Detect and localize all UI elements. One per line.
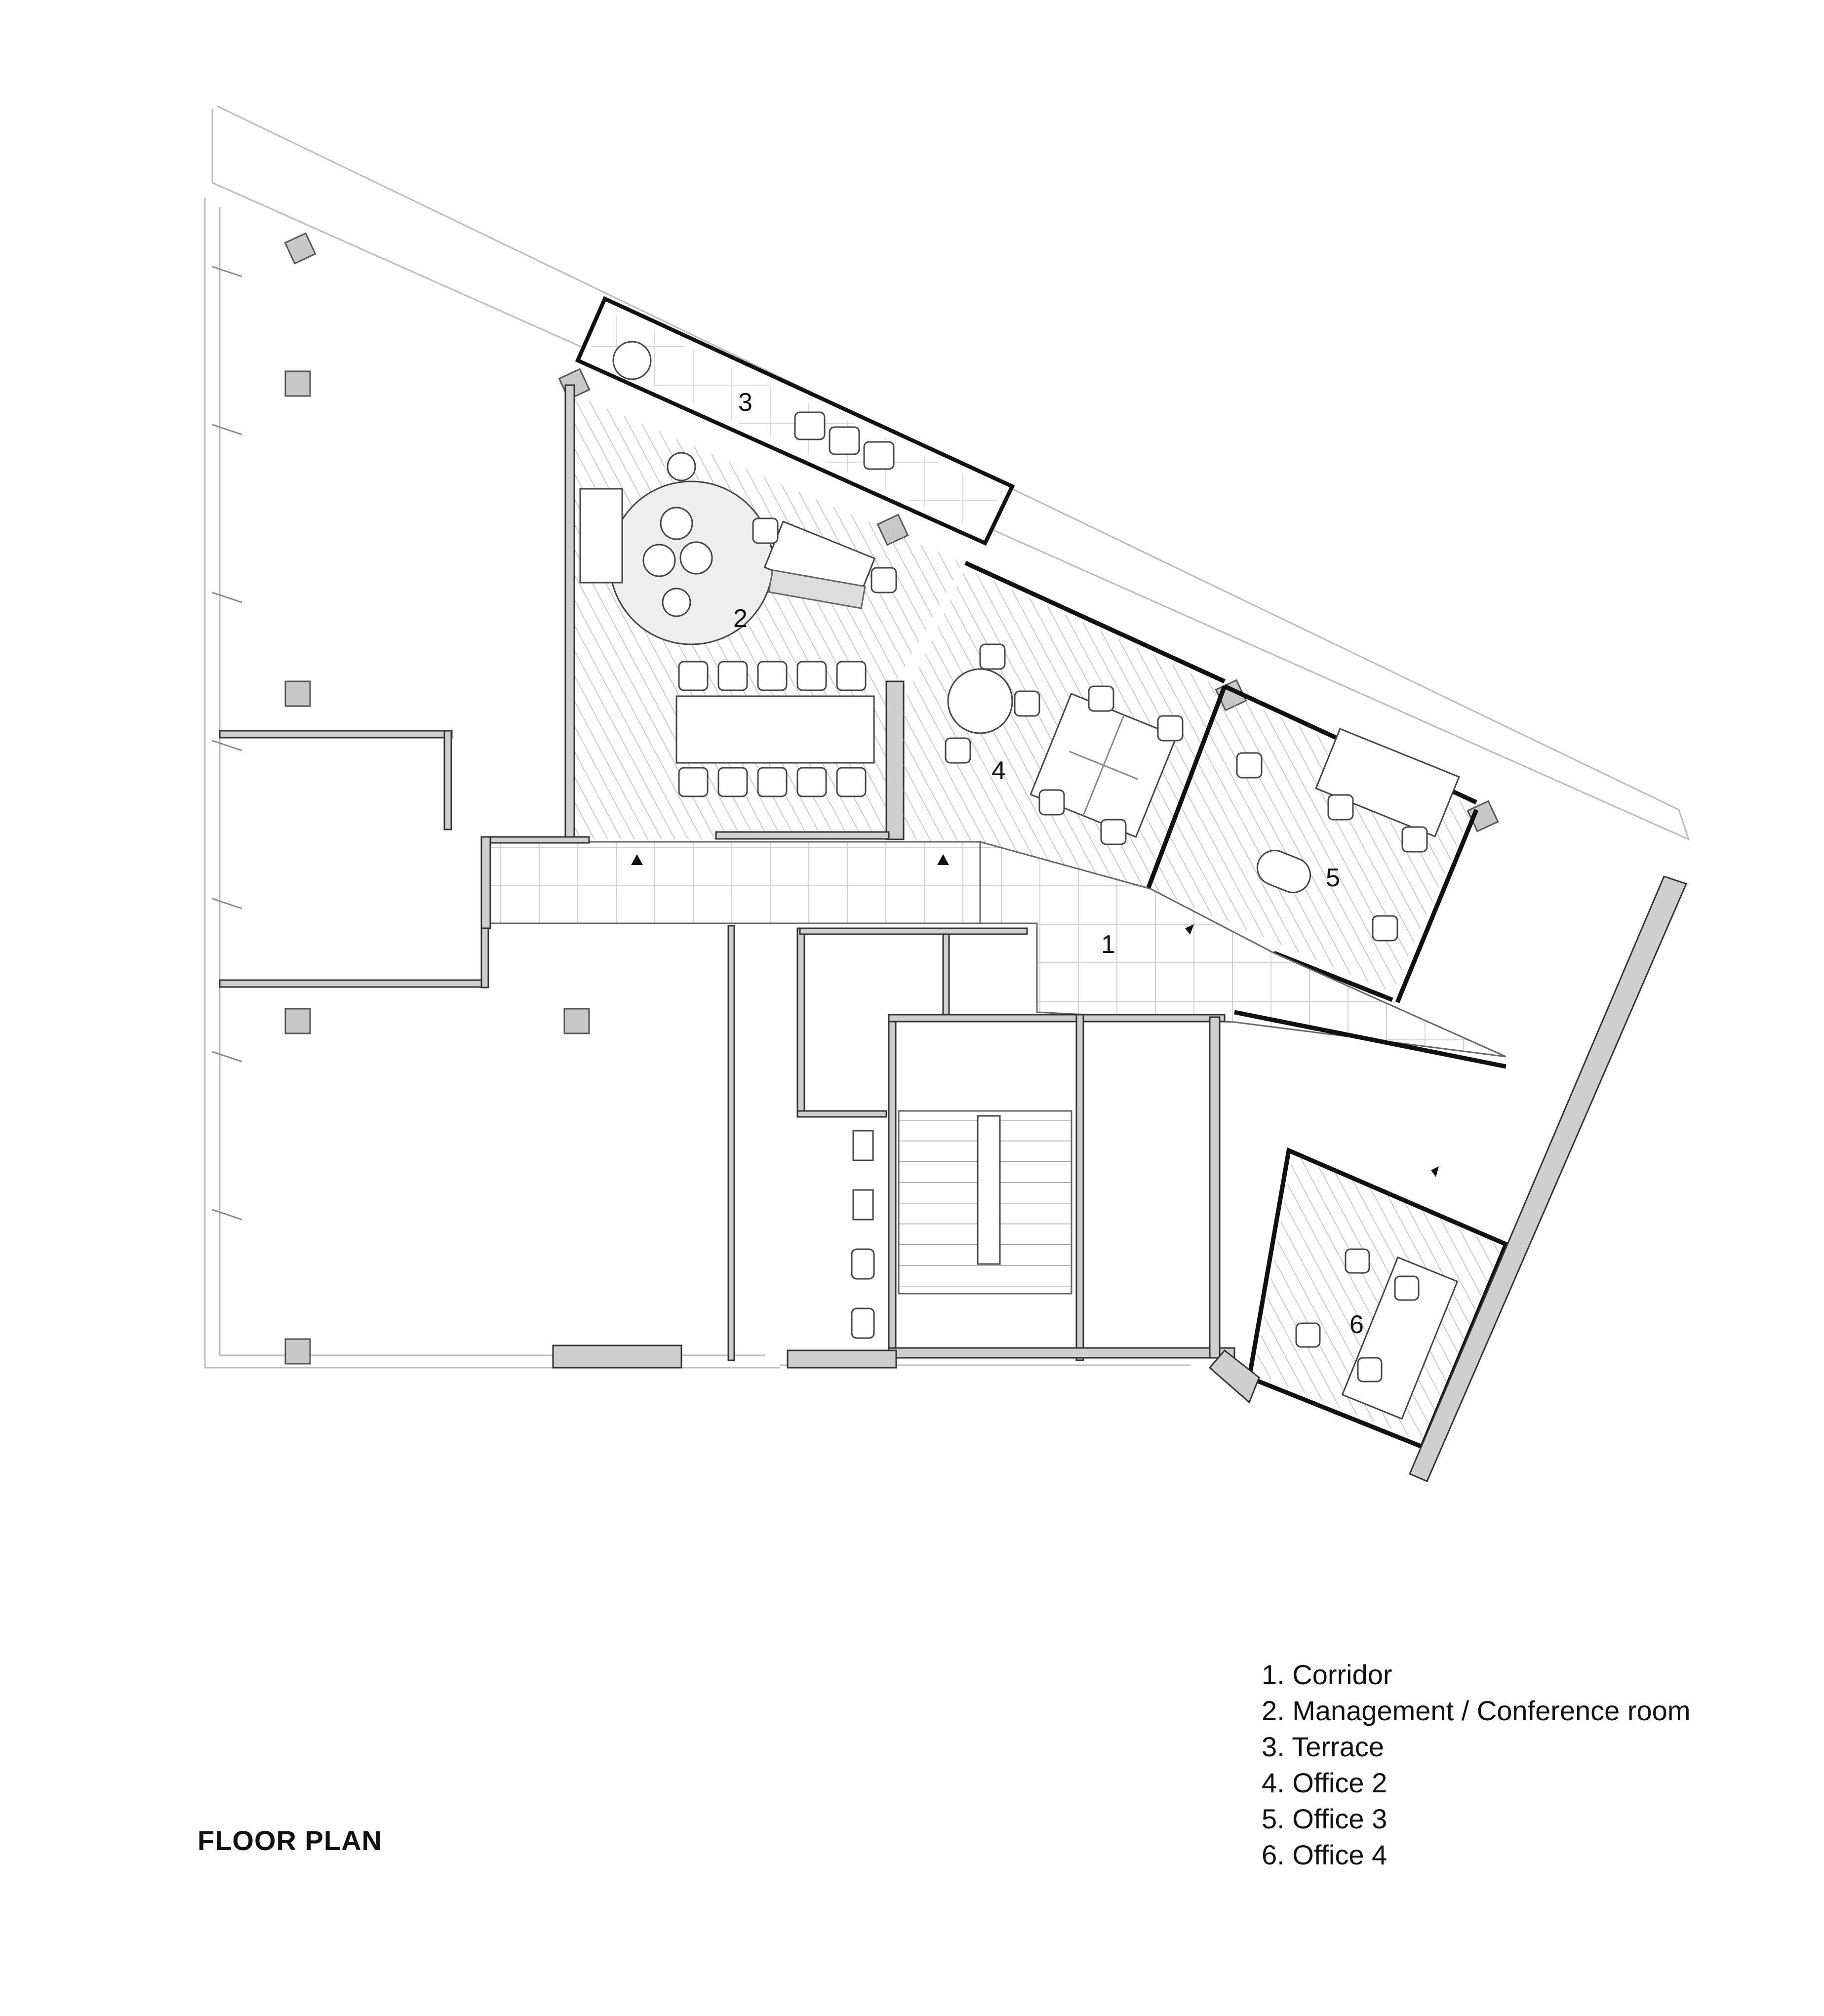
west-windows [212,266,242,1221]
corridor [480,831,1507,1058]
room-number-4: 4 [991,756,1006,785]
west-rooms [219,730,489,988]
legend-item-terrace: 3. Terrace [1262,1731,1384,1762]
room-numbers: 1 2 3 4 5 6 [733,388,1364,1339]
room-number-3: 3 [738,388,753,417]
room-number-6: 6 [1349,1310,1364,1339]
legend-item-corridor: 1. Corridor [1262,1659,1392,1690]
legend-item-office-2: 4. Office 2 [1262,1767,1388,1798]
terrace-area [575,296,1015,546]
service-core [727,925,1235,1361]
room-number-2: 2 [733,604,748,633]
plan-title: FLOOR PLAN [198,1825,382,1856]
management-room [564,384,963,840]
office-2 [904,560,1226,889]
door-markers [631,854,1439,1177]
east-facade [1234,875,1688,1482]
room-number-1: 1 [1101,930,1115,959]
legend-item-office-4: 6. Office 4 [1262,1839,1388,1870]
office-4 [1246,1147,1509,1450]
south-wall [552,1344,1260,1404]
office-3 [1146,684,1479,1003]
legend-item-management: 2. Management / Conference room [1262,1695,1691,1726]
room-number-5: 5 [1326,864,1340,892]
structural-columns [284,232,1499,1365]
room-legend: 1. Corridor 2. Management / Conference r… [1262,1657,1690,1873]
legend-item-office-3: 5. Office 3 [1262,1803,1388,1834]
